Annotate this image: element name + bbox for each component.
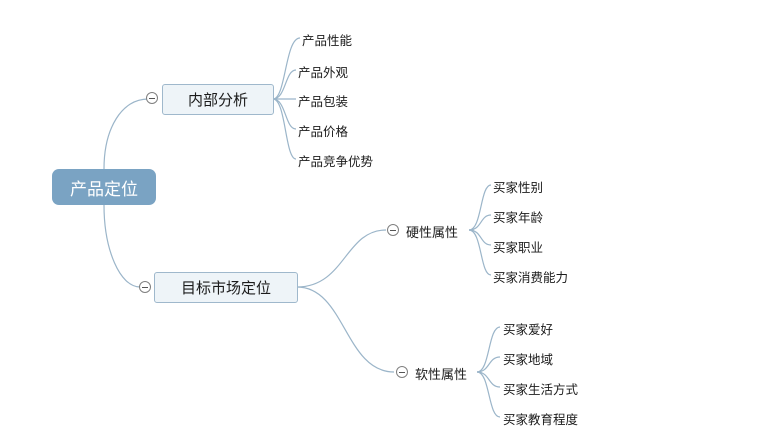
branch-internal-analysis[interactable]: 内部分析 (162, 84, 274, 115)
leaf-product-packaging[interactable]: 产品包装 (298, 94, 349, 109)
collapse-internal-icon[interactable] (146, 92, 158, 104)
group-hard-attributes[interactable]: 硬性属性 (406, 226, 459, 241)
leaf-buyer-occupation[interactable]: 买家职业 (493, 240, 544, 255)
leaf-buyer-lifestyle[interactable]: 买家生活方式 (503, 382, 579, 397)
leaf-product-price[interactable]: 产品价格 (298, 124, 349, 139)
leaf-buyer-spending-power[interactable]: 买家消费能力 (493, 270, 569, 285)
leaf-buyer-education[interactable]: 买家教育程度 (503, 412, 579, 427)
leaf-buyer-region[interactable]: 买家地域 (503, 352, 554, 367)
group-soft-attributes[interactable]: 软性属性 (415, 368, 468, 383)
leaf-buyer-gender[interactable]: 买家性别 (493, 180, 544, 195)
leaf-product-appearance[interactable]: 产品外观 (298, 65, 349, 80)
branch-target-market-positioning[interactable]: 目标市场定位 (154, 272, 298, 303)
collapse-hard-attributes-icon[interactable] (387, 224, 399, 236)
leaf-buyer-age[interactable]: 买家年龄 (493, 210, 544, 225)
leaf-product-performance[interactable]: 产品性能 (302, 33, 353, 48)
leaf-product-competitive-advantage[interactable]: 产品竞争优势 (298, 154, 374, 169)
root-node[interactable]: 产品定位 (52, 169, 156, 205)
leaf-buyer-hobbies[interactable]: 买家爱好 (503, 322, 554, 337)
collapse-target-market-icon[interactable] (139, 281, 151, 293)
collapse-soft-attributes-icon[interactable] (396, 366, 408, 378)
